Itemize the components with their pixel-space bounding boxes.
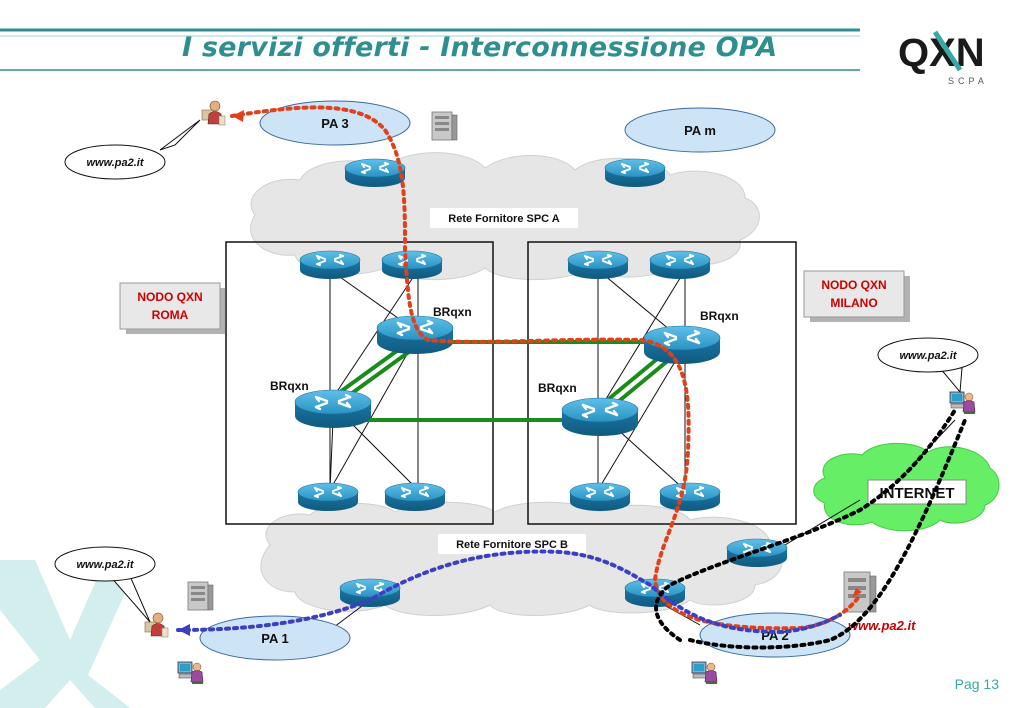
router-roma-top-left	[299, 250, 361, 280]
arrow-red-icon	[232, 110, 244, 122]
router-milano-bottom-right	[659, 482, 721, 512]
brqxn-label: BRqxn	[538, 381, 577, 395]
router-brqxn-milano-2	[560, 396, 640, 438]
rete-a-label-box: Rete Fornitore SPC A	[430, 208, 578, 228]
svg-text:PA 1: PA 1	[261, 631, 288, 646]
router-pam	[604, 158, 666, 188]
path-blue	[176, 549, 842, 635]
internet-cloud: INTERNET	[813, 442, 1000, 532]
router-brqxn-roma-2	[293, 388, 373, 430]
arrowheads	[178, 110, 862, 636]
path-black	[688, 418, 967, 650]
traffic-paths	[176, 105, 967, 650]
router-milano-top-right	[649, 250, 711, 280]
user-icon	[144, 612, 169, 638]
user-icon	[201, 100, 226, 126]
server-icon	[187, 581, 214, 611]
brqxn-label: BRqxn	[270, 379, 309, 393]
site-box-roma	[225, 241, 494, 525]
svg-text:www.pa2.it: www.pa2.it	[76, 559, 134, 571]
svg-text:www.pa2.it: www.pa2.it	[86, 157, 144, 169]
slide-title: I servizi offerti - Interconnessione OPA	[182, 32, 778, 63]
server-icon	[431, 111, 458, 141]
pc-user-icon	[177, 661, 204, 685]
brqxn-labels: BRqxn BRqxn BRqxn BRqxn	[270, 305, 739, 395]
pc-user-icon	[691, 661, 718, 685]
server-url-label: www.pa2.it	[848, 618, 916, 633]
svg-text:PA m: PA m	[684, 123, 716, 138]
svg-text:NODO QXN: NODO QXN	[137, 290, 202, 304]
callout-right: www.pa2.it	[877, 337, 979, 394]
router-roma-bottom-left	[297, 482, 359, 512]
site-label-roma: NODO QXN ROMA	[119, 282, 226, 334]
rete-b-label-box: Rete Fornitore SPC B	[438, 534, 586, 554]
arrow-blue-icon	[178, 624, 190, 636]
svg-text:PA 3: PA 3	[321, 116, 348, 131]
svg-text:SCPA: SCPA	[948, 76, 988, 86]
links-roma	[329, 269, 419, 491]
arrow-red-icon	[852, 588, 862, 598]
watermark-x	[0, 560, 140, 708]
path-red	[230, 105, 862, 631]
callout-top-left: www.pa2.it	[64, 119, 201, 180]
svg-text:www.pa2.it: www.pa2.it	[899, 350, 957, 362]
router-pa3	[344, 158, 406, 188]
cloud-rete-b	[260, 501, 783, 616]
node-pam: PA m	[624, 107, 776, 153]
router-roma-top-right	[381, 250, 443, 280]
qxn-logo: QXN SCPA	[898, 30, 988, 86]
brqxn-label: BRqxn	[700, 309, 739, 323]
svg-text:NODO QXN: NODO QXN	[821, 278, 886, 292]
router-milano-top-left	[567, 250, 629, 280]
callout-bottom-left: www.pa2.it	[54, 546, 156, 623]
rete-a-label: Rete Fornitore SPC A	[448, 213, 559, 225]
page-number: Pag 13	[954, 676, 999, 692]
brqxn-label: BRqxn	[433, 305, 472, 319]
site-label-milano: NODO QXN MILANO	[803, 270, 910, 322]
node-pa3: PA 3	[259, 100, 411, 146]
svg-text:ROMA: ROMA	[152, 308, 189, 322]
router-pa1	[339, 578, 401, 608]
rete-b-label: Rete Fornitore SPC B	[456, 539, 568, 551]
router-milano-bottom-left	[569, 482, 631, 512]
site-box-milano	[527, 241, 797, 525]
header-band	[0, 28, 860, 71]
router-roma-bottom-right	[384, 482, 446, 512]
svg-text:MILANO: MILANO	[830, 296, 877, 310]
